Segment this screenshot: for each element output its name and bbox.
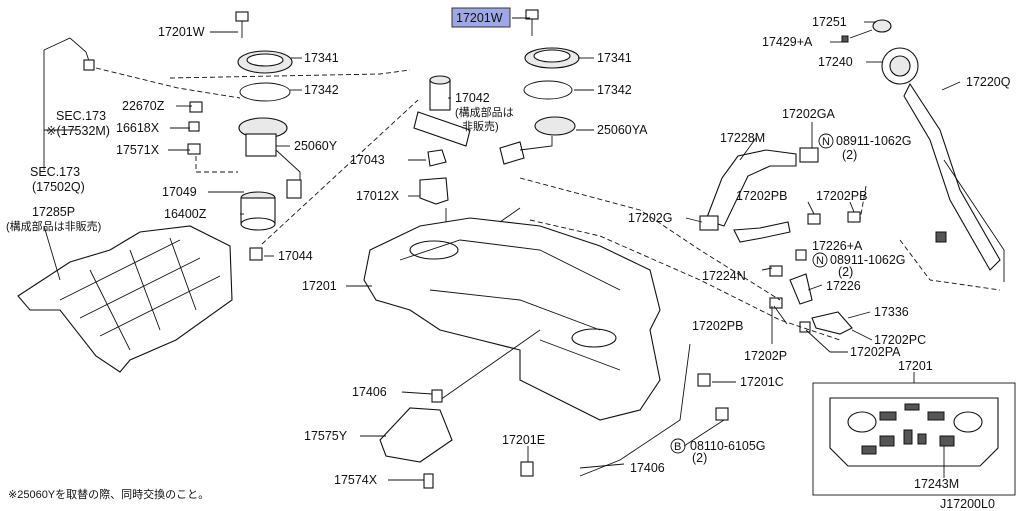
circled-markers: N N B bbox=[670, 133, 834, 454]
label-17341-right[interactable]: 17341 bbox=[597, 51, 632, 65]
label-17201[interactable]: 17201 bbox=[302, 279, 337, 293]
pump-assembly-centre bbox=[413, 75, 471, 252]
label-17201-inset[interactable]: 17201 bbox=[898, 359, 933, 373]
label-17201W-highlighted[interactable]: 17201W bbox=[456, 11, 503, 25]
label-22670Z[interactable]: 22670Z bbox=[122, 99, 165, 113]
label-17201W-left[interactable]: 17201W bbox=[158, 25, 205, 39]
label-17243M[interactable]: 17243M bbox=[914, 477, 959, 491]
label-17226[interactable]: 17226 bbox=[826, 279, 861, 293]
label-17228M[interactable]: 17228M bbox=[720, 131, 765, 145]
label-25060YA[interactable]: 25060YA bbox=[597, 123, 648, 137]
pump-assembly-right bbox=[499, 9, 580, 165]
label-08911-1062G-b[interactable]: 08911-1062G bbox=[830, 253, 906, 267]
fuel-tank-17201 bbox=[363, 207, 691, 477]
label-17049[interactable]: 17049 bbox=[162, 185, 197, 199]
label-17220Q[interactable]: 17220Q bbox=[966, 75, 1011, 89]
label-17336[interactable]: 17336 bbox=[874, 305, 909, 319]
label-17042-note-2: 非販売) bbox=[462, 120, 499, 133]
filler-neck-assembly bbox=[519, 19, 1005, 341]
label-08911-1062G-b-qty: (2) bbox=[838, 265, 853, 279]
label-17202PB-a[interactable]: 17202PB bbox=[736, 189, 787, 203]
diagram-code: J17200L0 bbox=[940, 497, 995, 511]
label-17341-left[interactable]: 17341 bbox=[304, 51, 339, 65]
label-17285P-note: (構成部品は非販売) bbox=[6, 219, 101, 233]
label-17043[interactable]: 17043 bbox=[350, 153, 385, 167]
label-16618X[interactable]: 16618X bbox=[116, 121, 160, 135]
circle-n-marker: N bbox=[822, 136, 830, 148]
heat-shield-17285P bbox=[17, 225, 233, 373]
label-17574X[interactable]: 17574X bbox=[334, 473, 378, 487]
label-17251[interactable]: 17251 bbox=[812, 15, 847, 29]
label-08110-6105G[interactable]: 08110-6105G bbox=[690, 439, 766, 453]
label-sec173-b-sub: (17502Q) bbox=[32, 180, 85, 194]
inset-17243M bbox=[812, 382, 1016, 496]
label-17201C[interactable]: 17201C bbox=[740, 375, 784, 389]
label-08911-1062G-a-qty: (2) bbox=[842, 148, 857, 162]
leader-lines bbox=[43, 17, 961, 481]
label-sec173-a[interactable]: SEC.173 bbox=[56, 109, 106, 123]
label-17226A[interactable]: 17226+A bbox=[812, 239, 863, 253]
label-17285P[interactable]: 17285P bbox=[32, 205, 75, 219]
label-17342-left[interactable]: 17342 bbox=[304, 83, 339, 97]
label-08110-6105G-qty: (2) bbox=[692, 451, 707, 465]
label-17240[interactable]: 17240 bbox=[818, 55, 853, 69]
label-17406-a[interactable]: 17406 bbox=[352, 385, 387, 399]
label-17224N[interactable]: 17224N bbox=[702, 269, 746, 283]
label-17012X[interactable]: 17012X bbox=[356, 189, 400, 203]
label-sec173-a-sub: ※(17532M) bbox=[46, 124, 110, 138]
label-17202PB-b[interactable]: 17202PB bbox=[816, 189, 867, 203]
label-17202P[interactable]: 17202P bbox=[744, 349, 787, 363]
label-17202PB-c[interactable]: 17202PB bbox=[692, 319, 743, 333]
label-17202GA[interactable]: 17202GA bbox=[782, 107, 835, 121]
label-17571X[interactable]: 17571X bbox=[116, 143, 160, 157]
label-17042-note-1: (構成部品は bbox=[455, 105, 514, 119]
label-08911-1062G-a[interactable]: 08911-1062G bbox=[836, 134, 912, 148]
label-17044[interactable]: 17044 bbox=[278, 249, 313, 263]
circle-b-marker: B bbox=[674, 441, 681, 453]
label-17406-b[interactable]: 17406 bbox=[630, 461, 665, 475]
pump-assembly-left bbox=[43, 11, 419, 261]
highlighted-part-box[interactable] bbox=[451, 7, 511, 28]
footnote: ※25060Yを取替の際、同時交換のこと。 bbox=[8, 487, 209, 501]
label-17575Y[interactable]: 17575Y bbox=[304, 429, 348, 443]
label-17342-right[interactable]: 17342 bbox=[597, 83, 632, 97]
label-17202PC[interactable]: 17202PC bbox=[874, 333, 926, 347]
label-sec173-b[interactable]: SEC.173 bbox=[30, 165, 80, 179]
bottom-parts bbox=[379, 373, 729, 489]
label-17042[interactable]: 17042 bbox=[455, 91, 490, 105]
circle-n-marker: N bbox=[816, 255, 824, 267]
label-17202PA[interactable]: 17202PA bbox=[850, 345, 901, 359]
label-17202G[interactable]: 17202G bbox=[628, 211, 672, 225]
label-16400Z[interactable]: 16400Z bbox=[164, 207, 207, 221]
label-17429A[interactable]: 17429+A bbox=[762, 35, 813, 49]
label-17201E[interactable]: 17201E bbox=[502, 433, 545, 447]
label-25060Y[interactable]: 25060Y bbox=[294, 139, 338, 153]
part-labels: 17201W 17201W 17341 17342 17341 17342 22… bbox=[6, 11, 1011, 491]
